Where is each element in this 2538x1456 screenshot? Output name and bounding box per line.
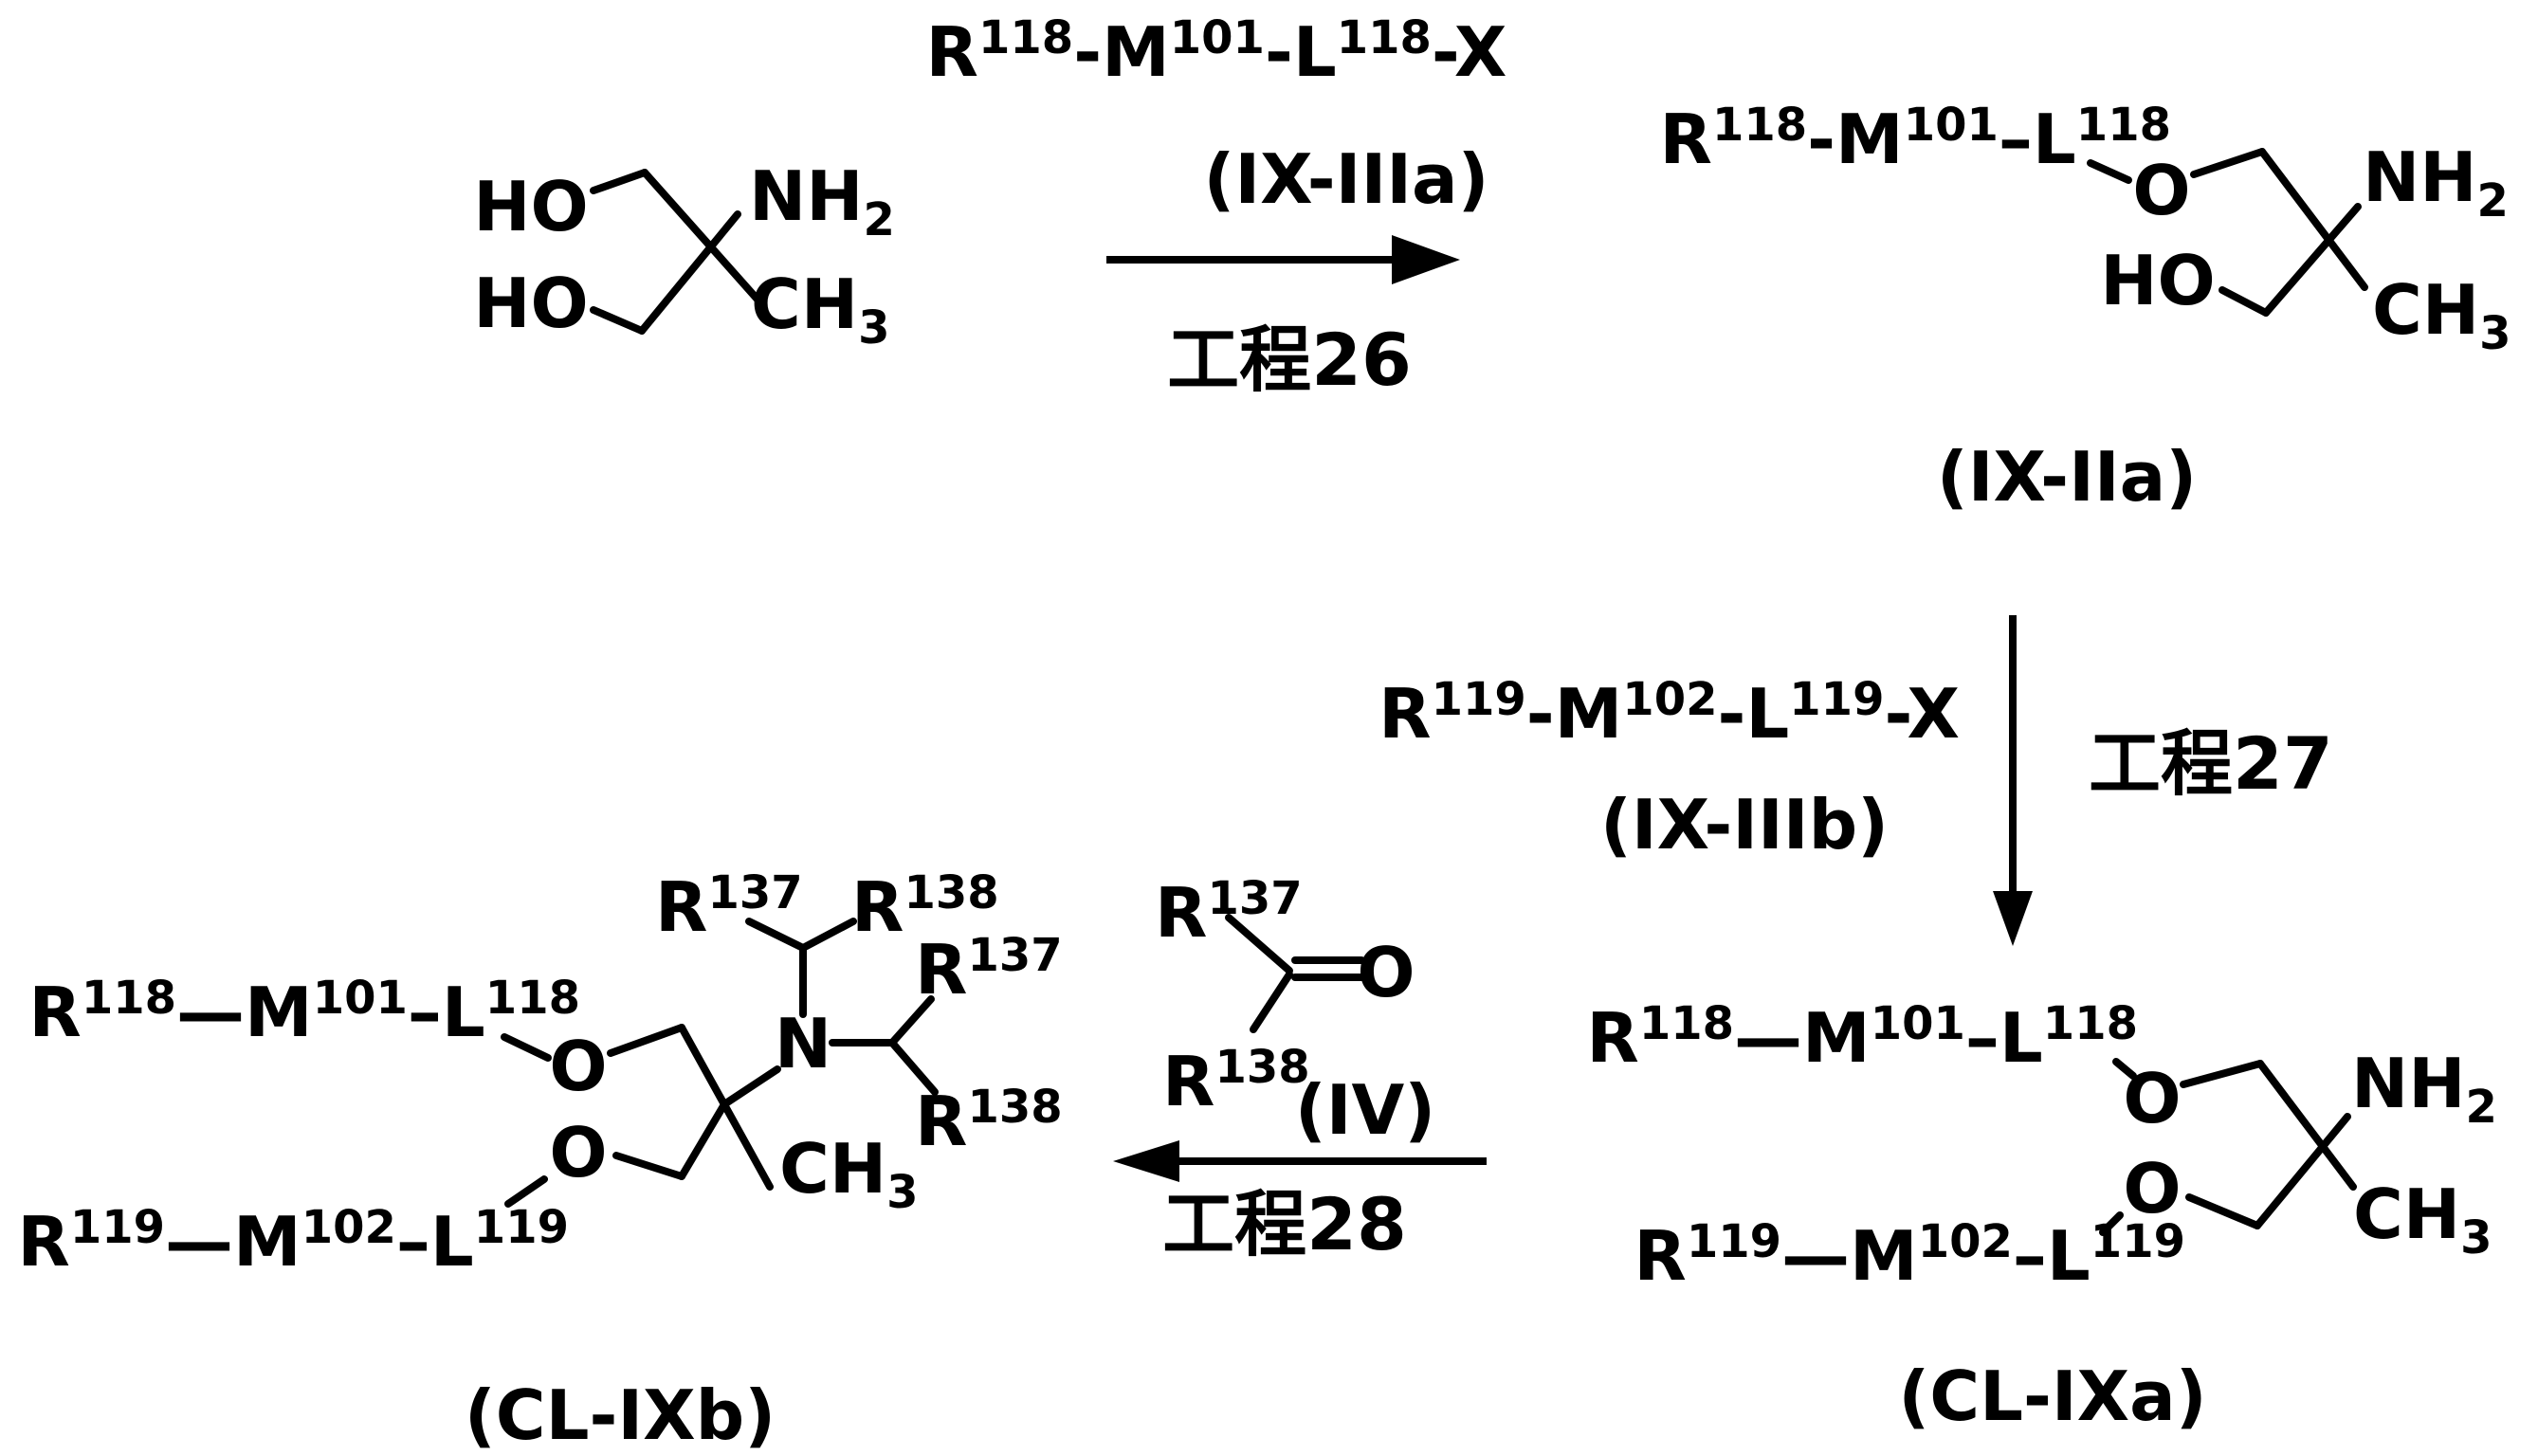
clixb-label: (CL-IXb) (465, 1375, 776, 1455)
diol-ho-bottom-label: HO (473, 264, 588, 343)
clixb-formula-top: R118—M101–L118 (28, 972, 580, 1052)
ixiia-bond-nh2-c-ch2 (2262, 203, 2362, 317)
clixa-bond-o-lower-l119 (2099, 1211, 2124, 1236)
clixb-r138-top-label: R138 (851, 866, 999, 947)
reagent-iv-o-label: O (1357, 933, 1415, 1012)
step-28-arrow (1113, 1140, 1487, 1182)
step-27-arrow (1993, 615, 2033, 946)
clixb-r137-top-label: R137 (655, 866, 803, 947)
reagent-iv-label: (IV) (1295, 1070, 1435, 1150)
step-27-arrow-head (1993, 891, 2033, 946)
clixa-label: (CL-IXa) (1898, 1356, 2206, 1436)
clixa-formula-bottom: R119—M102–L119 (1634, 1215, 2185, 1296)
reagent-ixiiia-label: (IX-IIIa) (1203, 139, 1488, 219)
ixiia-ho-label: HO (2100, 241, 2215, 320)
diol-bond-ch2-c-ch3 (641, 169, 762, 304)
clixb-bond-ch-right-r137 (888, 995, 935, 1046)
ixiia-ch3-label: CH3 (2372, 270, 2511, 360)
iv-bond-r137-c (1225, 914, 1293, 974)
ixiia-bond-o-ch2 (2190, 148, 2266, 178)
step-26-label: 工程26 (1167, 318, 1412, 402)
iv-bond-r138-c (1250, 971, 1293, 1033)
diol-bond-nh2-c-ch2 (638, 210, 741, 335)
clixb-bond-ch2-o-lower (612, 1152, 685, 1180)
clixb-bond-o-lower-l119 (504, 1175, 548, 1208)
clixa-o-upper-label: O (2123, 1059, 2181, 1138)
diol-ch3-label: CH3 (751, 264, 890, 355)
clixa-o-lower-label: O (2123, 1149, 2181, 1228)
clixb-bond-n-c (721, 1065, 781, 1108)
step-27-label: 工程27 (2089, 721, 2333, 806)
reagent-iv-r138-label: R138 (1162, 1041, 1310, 1121)
step-26-arrow (1106, 235, 1460, 284)
clixa-bond-ch2-c-ch3 (2256, 1060, 2357, 1191)
clixb-bond-ch-r138-top (799, 918, 857, 952)
ixiia-bond-l118-o (2087, 159, 2132, 184)
clixb-formula-bottom: R119—M102–L119 (17, 1201, 569, 1282)
reagent-iv-r137-label: R137 (1155, 872, 1303, 953)
clixb-ch3-label: CH3 (779, 1129, 919, 1219)
step-28-label: 工程28 (1162, 1182, 1407, 1266)
clixb-r138-right-label: R138 (915, 1081, 1063, 1161)
ixiia-bond-ch2-c-ch3 (2258, 148, 2368, 291)
clixb-bond-ch-r137-top (745, 918, 807, 952)
reagent-ixiiib-formula: R119-M102-L119-X (1379, 673, 1960, 754)
clixa-bond-nh2-c-ch2 (2254, 1113, 2351, 1229)
step-26-arrow-head (1392, 235, 1460, 284)
step-28-arrow-head (1113, 1140, 1179, 1182)
clixa-bond-l118-o (2112, 1058, 2137, 1080)
ixiia-o-label: O (2132, 151, 2190, 230)
clixa-bond-o-upper-ch2 (2180, 1060, 2264, 1088)
diol-bond-ho-top-ch2 (590, 169, 648, 194)
clixb-bond-ch-right-r138 (888, 1039, 939, 1096)
reagent-ixiiib-label: (IX-IIIb) (1600, 785, 1889, 864)
ixiia-formula: R118-M101–L118 (1660, 99, 2171, 179)
diol-bond-ch2-ho-bottom (590, 306, 646, 335)
clixb-bond-c-ch2-lower (678, 1101, 728, 1180)
ixiia-nh2-label: NH2 (2363, 137, 2509, 228)
clixb-n-label: N (775, 1004, 831, 1083)
clixa-bond-ch2-o-lower (2185, 1193, 2261, 1229)
clixb-r137-right-label: R137 (915, 929, 1063, 1010)
clixb-o-upper-label: O (549, 1027, 607, 1106)
clixa-formula-top: R118—M101–L118 (1586, 997, 2138, 1078)
clixb-o-lower-label: O (549, 1113, 607, 1192)
clixb-bond-l118-o (501, 1033, 552, 1062)
ixiia-bond-ch2-ho (2218, 286, 2270, 317)
clixa-ch3-label: CH3 (2353, 1174, 2492, 1265)
reagent-ixiiia-formula: R118-M101-L118-X (926, 11, 1507, 92)
ixiia-label: (IX-IIa) (1937, 437, 2197, 517)
diol-ho-top-label: HO (473, 167, 588, 246)
clixa-nh2-label: NH2 (2351, 1044, 2497, 1134)
diol-nh2-label: NH2 (749, 156, 895, 246)
clixb-bond-o-upper-ch2 (607, 1024, 685, 1057)
